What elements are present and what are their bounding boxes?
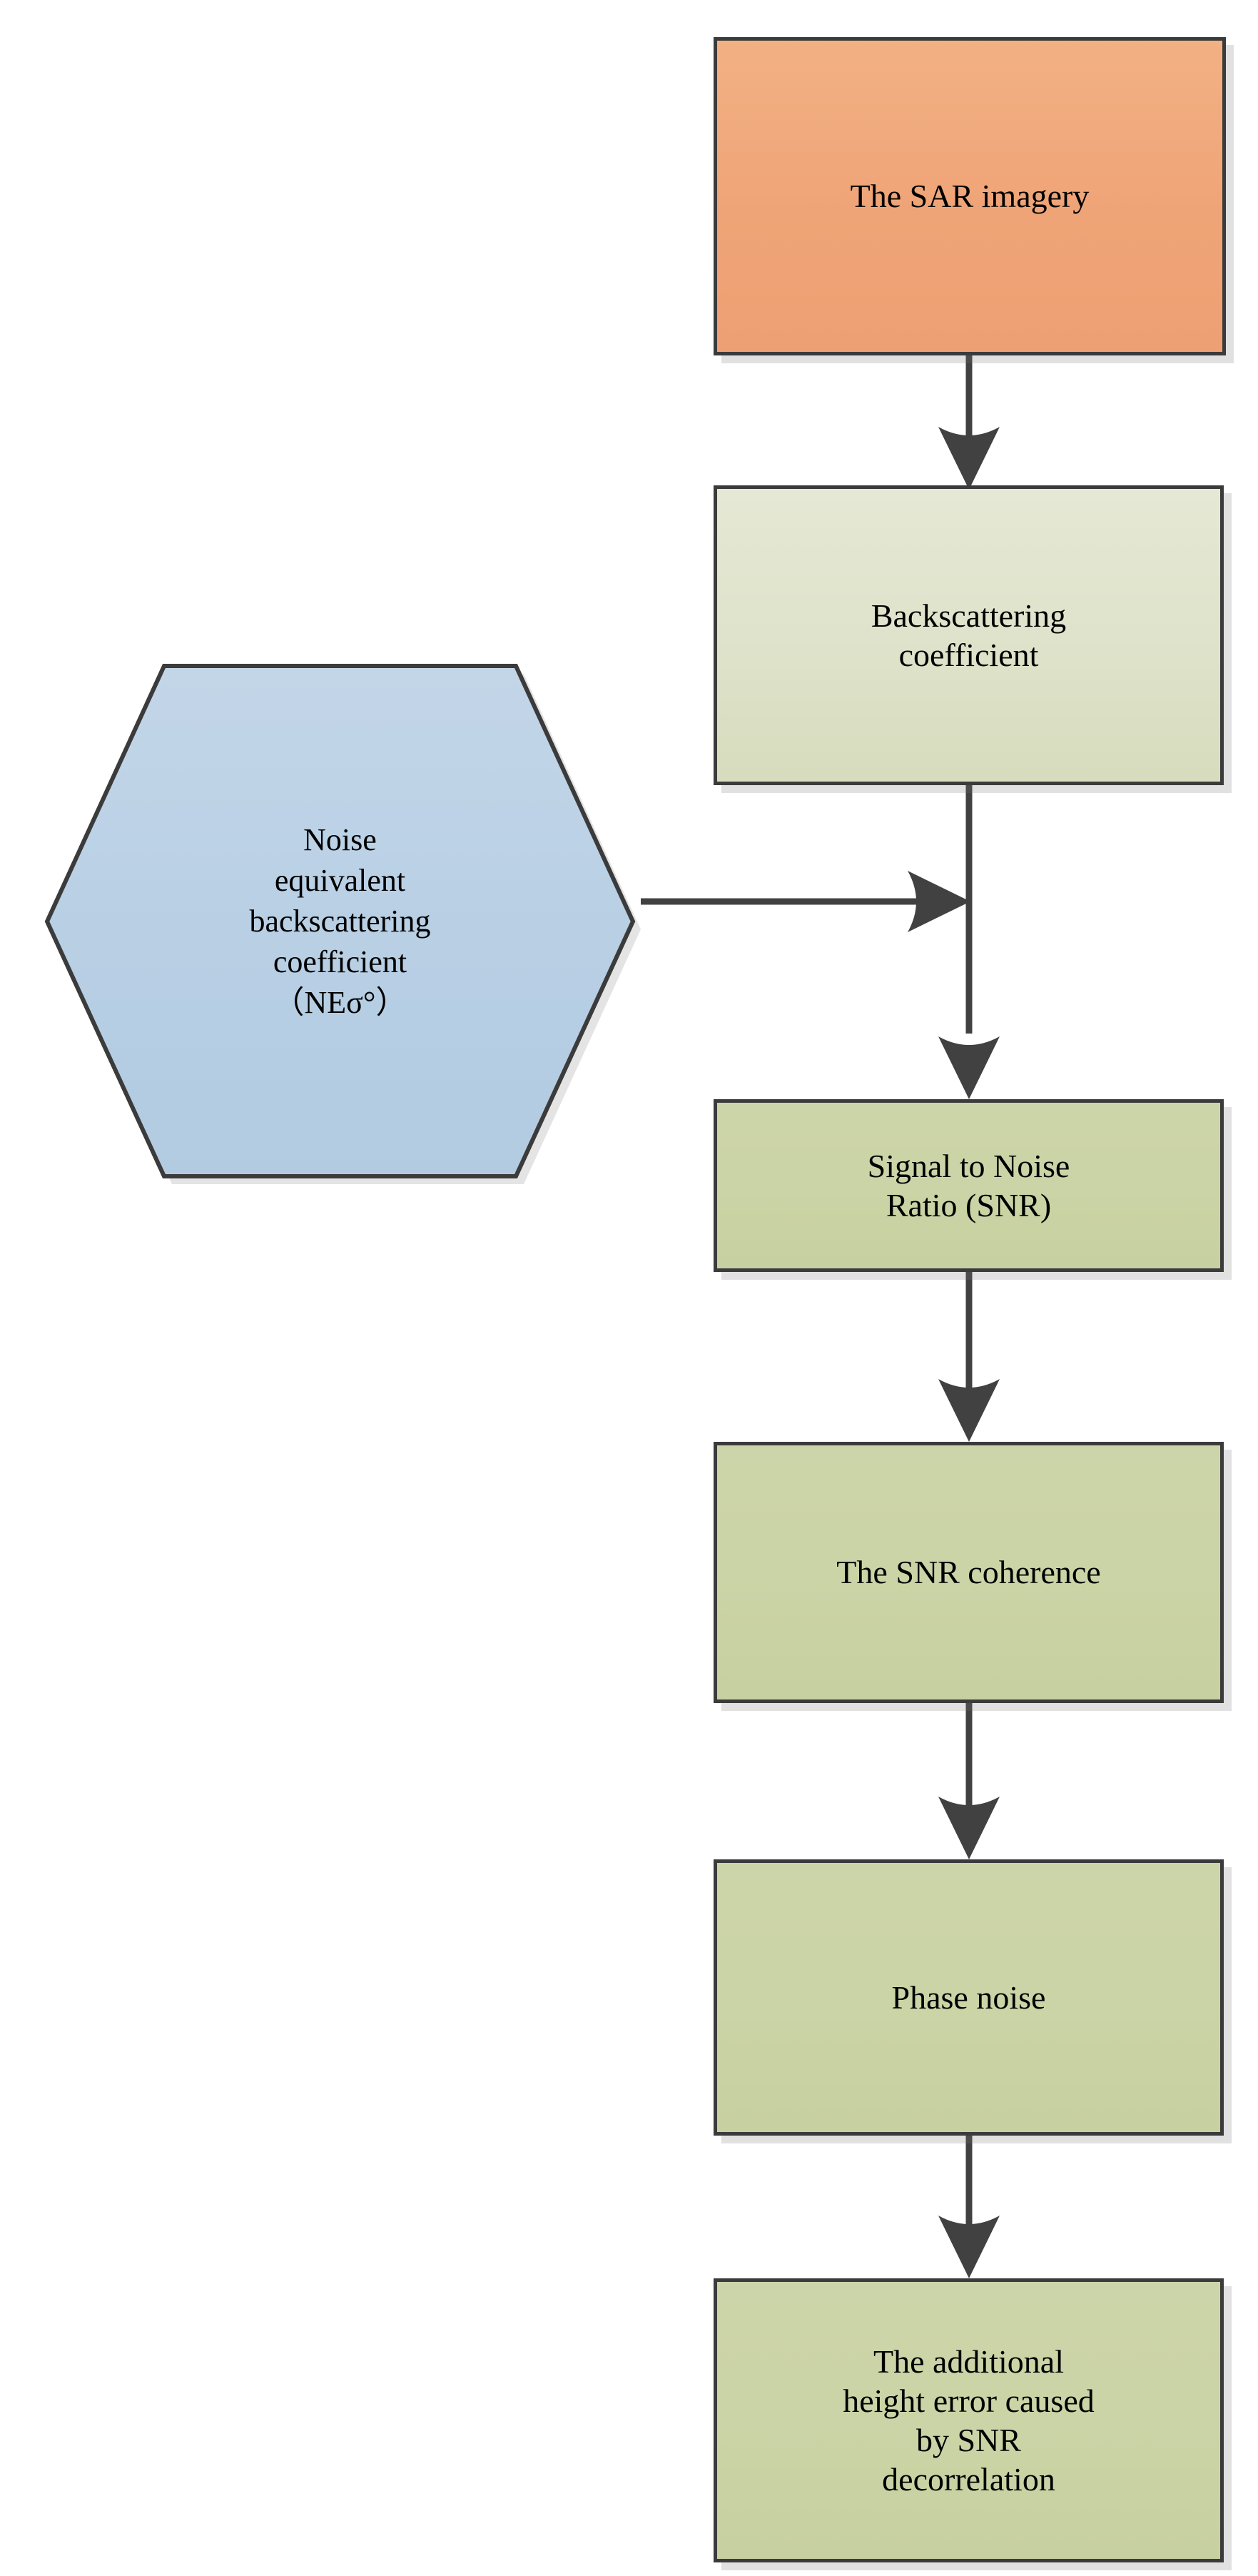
edge-phase-noise-to-height-error	[938, 2136, 1000, 2278]
node-phase-noise-label: Phase noise	[891, 1979, 1046, 2016]
edge-snr-to-coherence	[938, 1272, 1000, 1442]
node-snr-coherence[interactable]: The SNR coherence	[714, 1442, 1224, 1703]
edge-coherence-to-phase-noise	[938, 1703, 1000, 1859]
edge-noise-equivalent-to-snr	[641, 871, 970, 932]
node-additional-height-error-label: The additional height error caused by SN…	[843, 2343, 1095, 2498]
node-signal-to-noise-ratio-label: Signal to Noise Ratio (SNR)	[867, 1147, 1070, 1223]
hexagon-shape	[44, 664, 641, 1184]
edge-backscattering-to-snr	[938, 785, 1000, 1099]
edge-sar-to-backscattering	[938, 355, 1000, 490]
node-phase-noise[interactable]: Phase noise	[714, 1859, 1224, 2136]
node-signal-to-noise-ratio[interactable]: Signal to Noise Ratio (SNR)	[714, 1099, 1224, 1272]
node-sar-imagery[interactable]: The SAR imagery	[714, 37, 1226, 355]
node-additional-height-error[interactable]: The additional height error caused by SN…	[714, 2278, 1224, 2562]
node-backscattering-coefficient[interactable]: Backscattering coefficient	[714, 485, 1224, 785]
node-sar-imagery-label: The SAR imagery	[850, 178, 1090, 215]
node-noise-equivalent-backscattering-coefficient[interactable]: Noise equivalent backscattering coeffici…	[39, 658, 641, 1184]
node-snr-coherence-label: The SNR coherence	[836, 1554, 1101, 1591]
node-noise-equivalent-backscattering-coefficient-label: Noise equivalent backscattering coeffici…	[249, 822, 431, 1021]
node-backscattering-coefficient-label: Backscattering coefficient	[871, 597, 1067, 673]
